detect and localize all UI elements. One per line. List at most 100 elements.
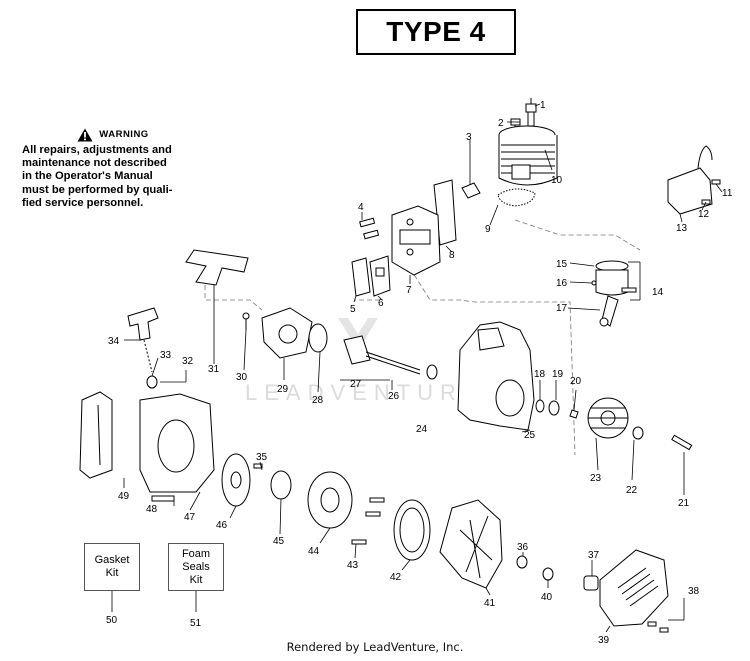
kit-label-line: Seals (182, 560, 210, 573)
part-number-2: 2 (498, 118, 504, 129)
muffler-gasket (351, 255, 391, 297)
crankshaft (343, 335, 438, 380)
kit-label-line: Kit (189, 573, 203, 586)
washer (542, 567, 554, 581)
part-number-14: 14 (652, 287, 664, 298)
watermark-text: LEADVENTURE (245, 380, 485, 405)
part-number-13: 13 (676, 223, 688, 234)
intake-gasket (461, 182, 481, 199)
part-number-26: 26 (388, 391, 400, 402)
part-number-9: 9 (485, 224, 491, 235)
footer-credit: Rendered by LeadVenture, Inc. (286, 640, 464, 654)
part-number-29: 29 (277, 384, 289, 395)
part-number-20: 20 (570, 376, 582, 387)
part-number-30: 30 (236, 372, 248, 383)
part-number-23: 23 (590, 473, 602, 484)
leader-lines (111, 103, 723, 633)
gasket-ring (308, 323, 328, 353)
fan-housing (139, 393, 215, 502)
part-number-45: 45 (273, 536, 285, 547)
part-number-10: 10 (551, 175, 563, 186)
part-number-46: 46 (216, 520, 228, 531)
warning-line: must be performed by quali- (22, 183, 173, 196)
piston-assembly (591, 260, 637, 327)
kit-label-line: Gasket (94, 554, 130, 566)
part-number-labels: 1 2 3 4 5 6 7 8 9 10 11 12 13 14 15 16 1… (106, 100, 733, 646)
part-number-31: 31 (208, 364, 220, 375)
screw (242, 312, 250, 330)
part-number-41: 41 (484, 598, 496, 609)
screws (351, 497, 385, 545)
impeller (439, 499, 503, 589)
part-number-1: 1 (540, 100, 546, 111)
part-number-48: 48 (146, 504, 158, 515)
part-number-21: 21 (678, 498, 690, 509)
cylinder (498, 125, 558, 186)
foam-seal (79, 391, 113, 479)
washer (516, 555, 528, 569)
part-number-27: 27 (350, 379, 362, 390)
part-number-5: 5 (350, 304, 356, 315)
part-number-15: 15 (556, 259, 568, 270)
starter-pulley (221, 453, 251, 507)
part-number-8: 8 (449, 250, 455, 261)
type-label: TYPE 4 (386, 16, 486, 47)
warning-text: All repairs, adjustments and maintenance… (22, 144, 202, 210)
part-number-18: 18 (534, 369, 546, 380)
part-number-37: 37 (588, 550, 600, 561)
type-label-box: TYPE 4 (356, 9, 516, 55)
part-number-43: 43 (347, 560, 359, 571)
foam-seals-kit-box: Foam Seals Kit (168, 543, 224, 591)
part-number-44: 44 (308, 546, 320, 557)
gasket-kit-box: Gasket Kit (84, 543, 140, 591)
warning-line: in the Operator's Manual (22, 170, 153, 183)
warning-line: fied service personnel. (22, 196, 144, 209)
muffler (391, 205, 441, 276)
warning-title: WARNING (99, 129, 149, 141)
part-number-38: 38 (688, 586, 700, 597)
bracket (185, 249, 249, 286)
part-number-11: 11 (722, 188, 733, 199)
part-number-24: 24 (416, 424, 428, 435)
part-number-12: 12 (698, 209, 710, 220)
screw (253, 463, 263, 469)
part-number-49: 49 (118, 491, 130, 502)
warning-triangle-icon (77, 128, 93, 142)
warning-line: maintenance not described (22, 157, 167, 170)
part-number-28: 28 (312, 395, 324, 406)
part-number-17: 17 (556, 303, 568, 314)
part-number-36: 36 (517, 542, 529, 553)
starter-handle (127, 307, 159, 389)
part-number-47: 47 (184, 512, 196, 523)
part-number-32: 32 (182, 356, 194, 367)
part-number-42: 42 (390, 572, 402, 583)
blower-housing (599, 549, 669, 627)
ignition-module (667, 145, 721, 215)
part-number-6: 6 (378, 298, 384, 309)
part-number-7: 7 (406, 285, 412, 296)
warning-line: All repairs, adjustments and (22, 144, 172, 156)
part-number-39: 39 (598, 635, 610, 646)
cylinder-gasket (497, 188, 536, 207)
part-number-19: 19 (552, 369, 564, 380)
part-number-34: 34 (108, 336, 120, 347)
spacer (583, 575, 599, 591)
warning-header: WARNING (58, 128, 168, 142)
part-number-35: 35 (256, 452, 268, 463)
bearings (535, 399, 579, 419)
crankcase (457, 321, 535, 431)
flywheel (587, 397, 629, 439)
muffler-screws (359, 217, 380, 240)
part-number-22: 22 (626, 485, 638, 496)
watermark: LEADVENTURE (245, 318, 485, 405)
part-number-51: 51 (190, 618, 202, 629)
part-number-4: 4 (358, 202, 364, 213)
part-number-40: 40 (541, 592, 553, 603)
part-number-3: 3 (466, 132, 472, 143)
kit-label-line: Kit (105, 567, 119, 579)
screws (647, 621, 669, 633)
kit-label-line: Foam (181, 547, 211, 560)
fan-cover (393, 499, 431, 561)
